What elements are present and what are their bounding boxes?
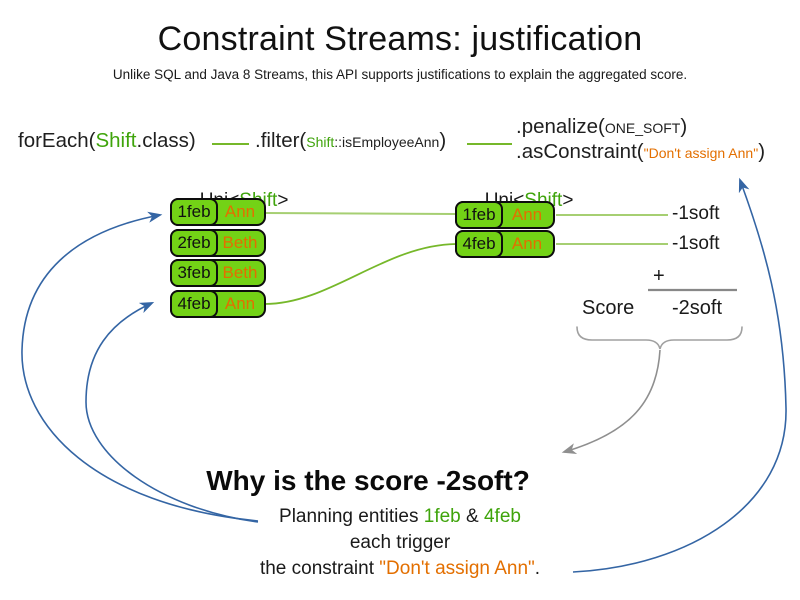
why-line-entities: Planning entities 1feb & 4feb bbox=[0, 506, 800, 528]
why-line-trigger: each trigger bbox=[349, 532, 451, 553]
filter-fn: .filter( bbox=[255, 129, 307, 152]
why-entity-1feb: 1feb bbox=[423, 506, 461, 527]
penalty-1: -1soft bbox=[672, 203, 720, 224]
asconstraint-fn: .asConstraint( bbox=[516, 140, 644, 163]
left-row-3-employee: Beth bbox=[222, 263, 258, 282]
page-subtitle: Unlike SQL and Java 8 Streams, this API … bbox=[112, 67, 688, 82]
left-row-4-employee: Ann bbox=[224, 294, 256, 313]
asconstraint-arg: "Don't assign Ann" bbox=[643, 145, 759, 161]
right-row-4feb: 4feb Ann bbox=[455, 230, 555, 258]
why-entity-4feb: 4feb bbox=[483, 506, 521, 527]
asconstraint-close: ) bbox=[758, 140, 766, 163]
left-row-1-employee: Ann bbox=[224, 202, 256, 221]
left-row-3feb: 3feb Beth bbox=[170, 259, 266, 287]
left-row-3-date: 3feb bbox=[170, 259, 218, 287]
plus-sign: + bbox=[653, 265, 665, 287]
left-row-1feb: 1feb Ann bbox=[170, 198, 266, 226]
score-label: Score bbox=[582, 297, 635, 319]
penalize-arg: ONE_SOFT bbox=[604, 120, 681, 136]
why-constraint-name: "Don't assign Ann" bbox=[379, 558, 535, 579]
right-row-2-employee: Ann bbox=[511, 234, 543, 253]
code-asconstraint: .asConstraint("Don't assign Ann") bbox=[516, 140, 765, 164]
why-line3-pre: the constraint bbox=[259, 558, 380, 579]
foreach-rest: .class) bbox=[136, 129, 196, 152]
filter-class-arg: Shift bbox=[306, 134, 335, 150]
left-row-2-date: 2feb bbox=[170, 229, 218, 257]
foreach-fn: forEach( bbox=[18, 129, 96, 152]
foreach-class-arg: Shift bbox=[95, 129, 137, 152]
right-row-2-date: 4feb bbox=[455, 230, 503, 258]
left-row-4-date: 4feb bbox=[170, 290, 218, 318]
page-title: Constraint Streams: justification bbox=[157, 20, 643, 58]
score-value: -2soft bbox=[672, 297, 723, 319]
penalty-2: -1soft bbox=[672, 233, 720, 254]
right-row-1-employee: Ann bbox=[511, 205, 543, 224]
code-penalize: .penalize(ONE_SOFT) bbox=[516, 115, 687, 139]
penalize-close: ) bbox=[680, 115, 688, 138]
filter-method: ::isEmployeeAnn bbox=[334, 134, 440, 150]
why-line-constraint: the constraint "Don't assign Ann". bbox=[0, 558, 800, 580]
why-line1-amp: & bbox=[460, 506, 484, 527]
why-line3-post: . bbox=[534, 558, 541, 579]
code-filter: .filter(Shift::isEmployeeAnn) bbox=[255, 129, 446, 153]
right-row-1-date: 1feb bbox=[455, 201, 503, 229]
left-row-4feb: 4feb Ann bbox=[170, 290, 266, 318]
why-line1-pre: Planning entities bbox=[279, 506, 424, 527]
left-row-2feb: 2feb Beth bbox=[170, 229, 266, 257]
left-row-2-employee: Beth bbox=[222, 233, 258, 252]
left-row-1-date: 1feb bbox=[170, 198, 218, 226]
right-row-1feb: 1feb Ann bbox=[455, 201, 555, 229]
right-header-post: > bbox=[562, 190, 574, 211]
penalize-fn: .penalize( bbox=[516, 115, 605, 138]
why-heading: Why is the score -2soft? bbox=[206, 465, 530, 496]
left-header-post: > bbox=[277, 190, 289, 211]
code-foreach: forEach(Shift.class) bbox=[18, 129, 196, 153]
filter-close: ) bbox=[439, 129, 447, 152]
